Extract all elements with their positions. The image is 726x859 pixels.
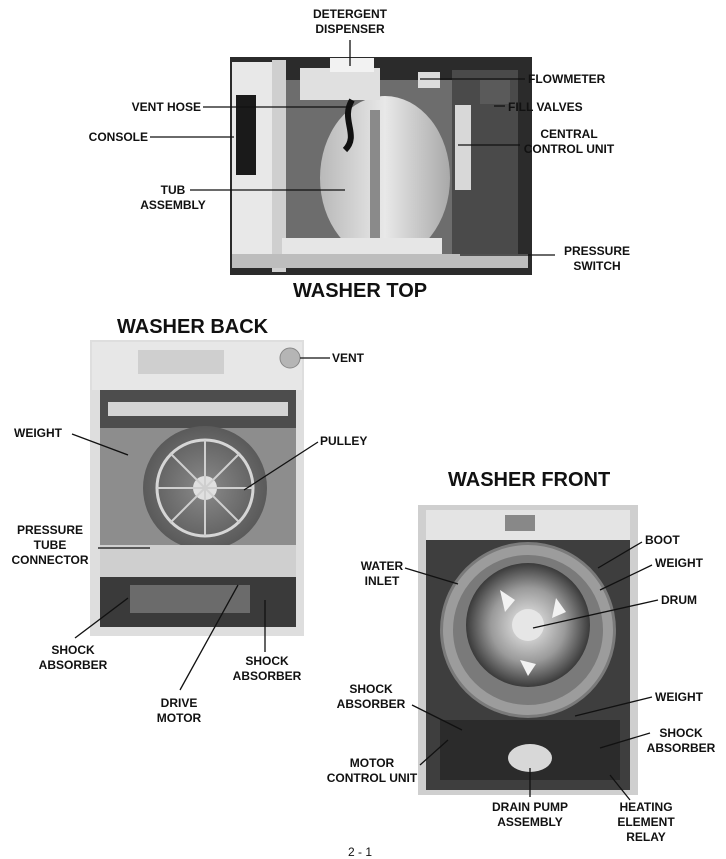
label-heating-element-relay: HEATING ELEMENT RELAY	[617, 800, 675, 844]
page-number: 2 - 1	[348, 845, 373, 859]
label-central-control-unit: CENTRAL CONTROL UNIT	[523, 127, 615, 156]
label-drum: DRUM	[661, 593, 697, 607]
label-shock-absorber-front-left: SHOCK ABSORBER	[336, 682, 406, 711]
tub-assembly-shape	[320, 96, 450, 260]
label-flowmeter: FLOWMETER	[528, 72, 606, 86]
drain-pump-shape	[508, 744, 552, 772]
label-shock-absorber-back-right: SHOCK ABSORBER	[232, 654, 302, 683]
label-fill-valves: FILL VALVES	[508, 100, 583, 114]
washer-top-title: WASHER TOP	[293, 280, 428, 302]
label-pressure-switch: PRESSURE SWITCH	[563, 244, 631, 273]
label-shock-absorber-back-left: SHOCK ABSORBER	[38, 643, 108, 672]
label-drive-motor: DRIVE MOTOR	[156, 696, 202, 725]
label-tub-assembly: TUB ASSEMBLY	[140, 183, 206, 212]
label-pulley: PULLEY	[320, 434, 368, 448]
label-shock-absorber-front-right: SHOCK ABSORBER	[646, 726, 716, 755]
label-vent: VENT	[332, 351, 365, 365]
washer-back-title: WASHER BACK	[117, 316, 269, 338]
label-weight-back: WEIGHT	[14, 426, 62, 440]
label-vent-hose: VENT HOSE	[131, 100, 201, 114]
label-pressure-tube-connector: PRESSURE TUBE CONNECTOR	[11, 523, 89, 567]
label-detergent-dispenser: DETERGENT DISPENSER	[312, 7, 387, 36]
label-drain-pump-assembly: DRAIN PUMP ASSEMBLY	[491, 800, 568, 829]
washer-front-title: WASHER FRONT	[448, 469, 611, 491]
label-boot: BOOT	[645, 533, 680, 547]
label-console: CONSOLE	[88, 130, 148, 144]
label-weight-front-bottom: WEIGHT	[655, 690, 703, 704]
label-motor-control-unit: MOTOR CONTROL UNIT	[326, 756, 418, 785]
leader-lines	[71, 40, 659, 801]
label-weight-front-top: WEIGHT	[655, 556, 703, 570]
washer-top-photo	[230, 57, 532, 275]
label-water-inlet: WATER INLET	[360, 559, 404, 588]
washer-back-photo	[90, 340, 304, 636]
washer-front-photo	[418, 505, 638, 795]
